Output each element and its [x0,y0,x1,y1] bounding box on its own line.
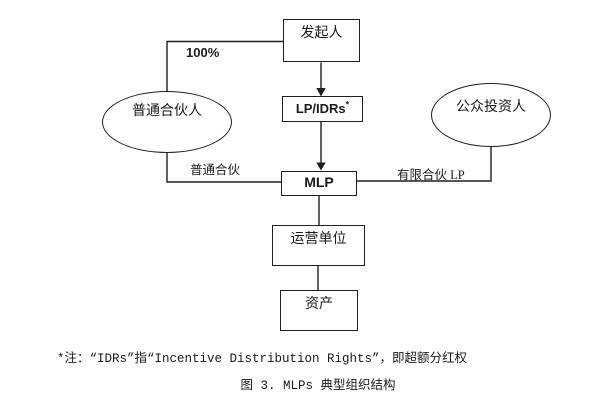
node-general-partner: 普通合伙人 [102,91,232,153]
arrowhead-lpidrs-to-mlp [316,162,326,171]
node-operating-unit: 运营单位 [272,225,365,266]
node-public-investors: 公众投资人 [431,83,551,147]
node-mlp-label: MLP [304,174,334,191]
node-lp-idrs-label: LP/IDRs* [295,99,350,116]
edge-public-investors-to-mlp [357,147,492,182]
node-sponsor-label: 发起人 [300,26,343,41]
node-public-investors-label: 公众投资人 [456,100,526,115]
edge-sponsor-to-general-partner [166,40,283,92]
edge-general-partner-to-mlp [166,153,281,183]
figure-caption: 图 3. MLPs 典型组织结构 [240,379,396,393]
footnote: *注：“IDRs”指“Incentive Distribution Rights… [57,352,468,366]
node-assets: 资产 [280,290,358,331]
edge-label-general-partnership: 普通合伙 [190,163,241,177]
lp-idrs-footnote-marker: * [345,99,350,110]
node-mlp: MLP [281,170,357,196]
node-operating-unit-label: 运营单位 [290,232,347,247]
node-sponsor: 发起人 [283,19,360,62]
edge-label-limited-partnership: 有限合伙 LP [397,168,465,182]
edge-label-100-percent: 100% [186,45,220,60]
node-lp-idrs: LP/IDRs* [282,96,363,122]
node-general-partner-label: 普通合伙人 [132,104,202,119]
arrowhead-sponsor-to-lpidrs [316,88,326,97]
node-assets-label: 资产 [305,297,333,312]
